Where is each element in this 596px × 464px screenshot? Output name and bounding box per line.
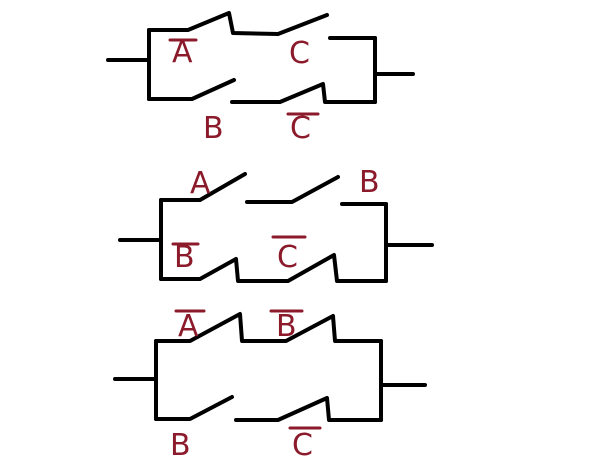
circuit-1-top-label-1: A <box>172 35 193 70</box>
circuit-3: A B B C <box>113 309 427 463</box>
circuit-1-bottom-branch <box>147 78 377 104</box>
circuit-3-top-label-2: B <box>276 309 297 344</box>
circuit-3-bottom-label-2: C <box>292 428 313 463</box>
circuit-3-bottom-label-1: B <box>170 428 191 463</box>
circuit-2-top-label-2: B <box>359 165 380 200</box>
circuit-2-bottom-label-1: B <box>174 240 195 275</box>
circuit-2-bottom-label-2: C <box>277 240 298 275</box>
circuit-1-top-label-2: C <box>289 36 310 71</box>
circuit-1: A C B C <box>106 11 415 146</box>
circuit-2-top-label-1: A <box>190 166 211 201</box>
circuit-3-top-branch <box>154 312 383 343</box>
circuit-2: A B B C <box>118 165 434 283</box>
circuit-3-bottom-branch <box>154 395 383 422</box>
circuit-3-top-label-1: A <box>178 309 199 344</box>
circuit-2-top-branch <box>159 172 388 206</box>
circuit-1-bottom-label-2: C <box>290 111 311 146</box>
circuit-1-bottom-label-1: B <box>203 111 224 146</box>
circuit-1-top-branch <box>147 11 377 40</box>
circuit-2-bottom-branch <box>159 253 388 283</box>
